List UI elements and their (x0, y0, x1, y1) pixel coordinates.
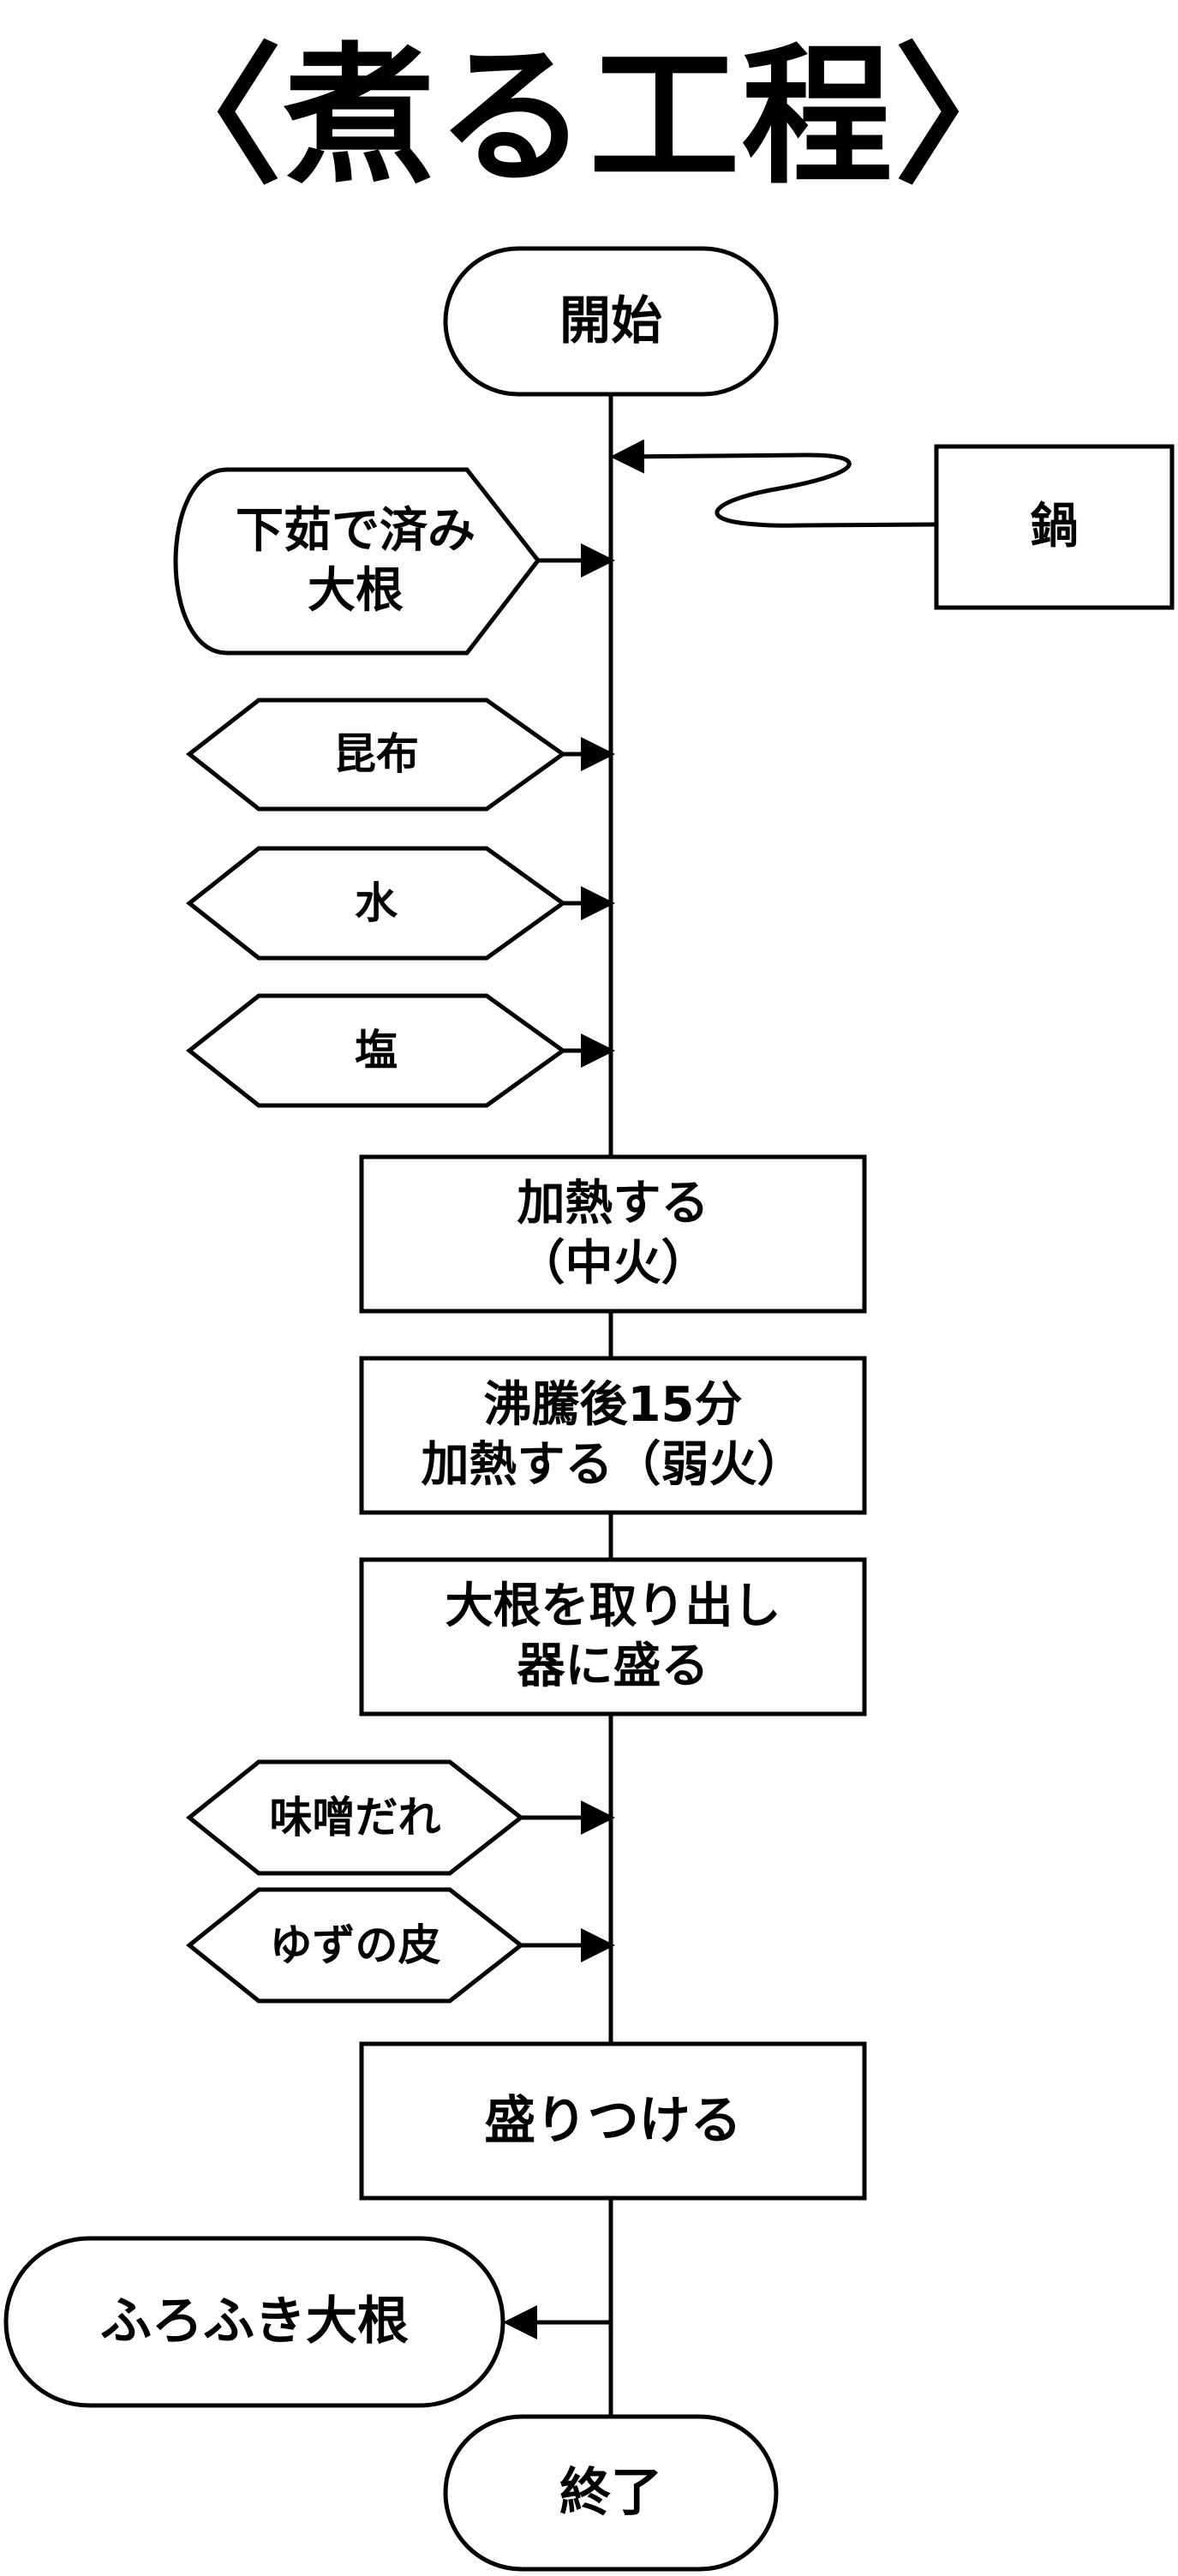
pot-box (934, 444, 1175, 610)
pot-label: 鍋 (1030, 499, 1079, 554)
start-terminator (443, 246, 779, 397)
daikon-pre-label: 下茹で済み 大根 (236, 503, 475, 619)
yuzu-label: ゆずの皮 (269, 1920, 441, 1970)
pot-connector (610, 439, 937, 528)
product-label: ふろふき大根 (100, 2291, 409, 2351)
boil-label: 沸騰後15分 加熱する（弱火） (421, 1377, 805, 1493)
miso-label: 味噌だれ (269, 1792, 441, 1842)
garnish-box (359, 2041, 867, 2201)
garnish-label: 盛りつける (484, 2090, 742, 2151)
heat-box (359, 1154, 867, 1314)
end-label: 終了 (559, 2462, 662, 2523)
page-title: 〈煮る工程〉 (131, 29, 1047, 205)
serve-box (359, 1557, 867, 1716)
boil-box (359, 1356, 867, 1515)
kombu-label: 昆布 (333, 729, 419, 780)
heat-label: 加熱する （中火） (517, 1176, 709, 1291)
daikon-pre-shape (173, 467, 541, 656)
start-label: 開始 (559, 291, 662, 351)
salt-label: 塩 (355, 1025, 398, 1075)
water-label: 水 (355, 878, 398, 928)
serve-label: 大根を取り出し 器に盛る (445, 1579, 781, 1694)
end-terminator (443, 2414, 779, 2572)
